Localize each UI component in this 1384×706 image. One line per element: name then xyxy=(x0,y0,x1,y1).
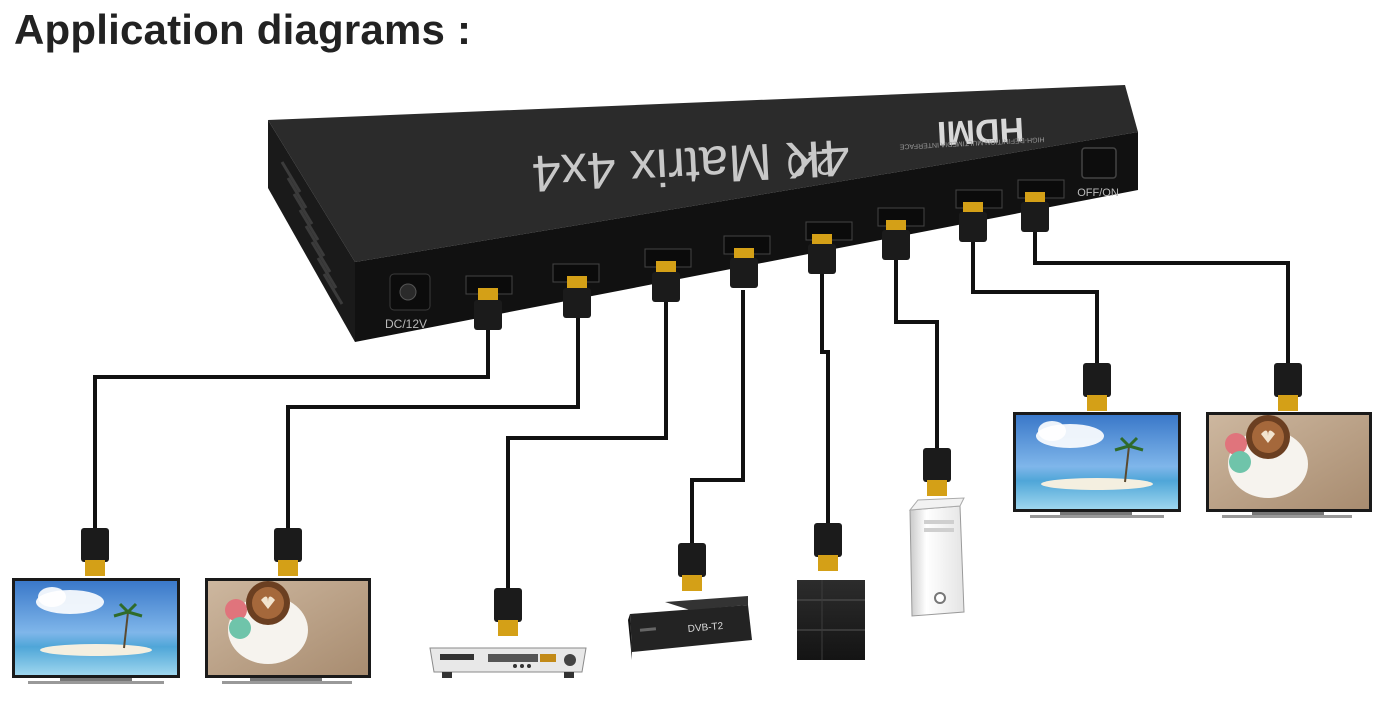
port-connector-7 xyxy=(955,189,1003,242)
port-connector-8 xyxy=(1017,179,1065,232)
tv-display-1 xyxy=(12,578,180,684)
plug-device-2 xyxy=(274,528,302,576)
set-top-box-label: DVB-T2 xyxy=(687,621,724,635)
power-switch[interactable] xyxy=(1081,147,1117,179)
cable-3 xyxy=(506,302,668,590)
tv-display-4 xyxy=(1206,412,1372,518)
hdmi-logo: HDMI xyxy=(936,110,1025,152)
plug-device-4 xyxy=(678,543,706,591)
port-connectors xyxy=(465,179,1065,330)
cable-1 xyxy=(93,330,490,530)
desktop-pc xyxy=(908,497,965,617)
cable-5 xyxy=(820,274,830,525)
plug-device-5 xyxy=(814,523,842,571)
port-connector-4 xyxy=(723,235,771,288)
plug-device-1 xyxy=(81,528,109,576)
hdmi-cables xyxy=(93,232,1290,590)
hdmi-matrix-device: 4K Matrix 4x4 2.0 HDMI HIGH-DEFINITION M… xyxy=(268,85,1138,342)
power-switch-label: OFF/ON xyxy=(1077,187,1119,199)
vent-slots xyxy=(280,161,344,305)
page-title: Application diagrams : xyxy=(14,6,472,53)
game-console xyxy=(797,580,865,660)
port-connector-1 xyxy=(465,275,513,330)
set-top-box: DVB-T2 xyxy=(628,596,752,660)
plug-device-6 xyxy=(923,448,951,496)
cable-7 xyxy=(971,242,1099,365)
plug-device-7 xyxy=(1083,363,1111,411)
cable-4 xyxy=(690,290,745,545)
cable-2 xyxy=(286,318,580,530)
dc-power-label: DC/12V xyxy=(385,317,427,331)
dc-jack-hole xyxy=(399,283,417,301)
cable-8 xyxy=(1033,232,1290,365)
plug-device-3 xyxy=(494,588,522,636)
device-plugs xyxy=(81,363,1302,636)
dvd-player xyxy=(429,647,587,678)
matrix-hdmi-version: 2.0 xyxy=(786,143,835,183)
port-connector-3 xyxy=(644,248,692,302)
plug-device-8 xyxy=(1274,363,1302,411)
port-connector-2 xyxy=(552,263,600,318)
tv-display-2 xyxy=(205,578,371,684)
port-connector-5 xyxy=(805,221,853,274)
cable-6 xyxy=(894,260,939,450)
matrix-top-face xyxy=(268,85,1138,262)
port-connector-6 xyxy=(877,207,925,260)
tv-display-3 xyxy=(1013,412,1181,518)
